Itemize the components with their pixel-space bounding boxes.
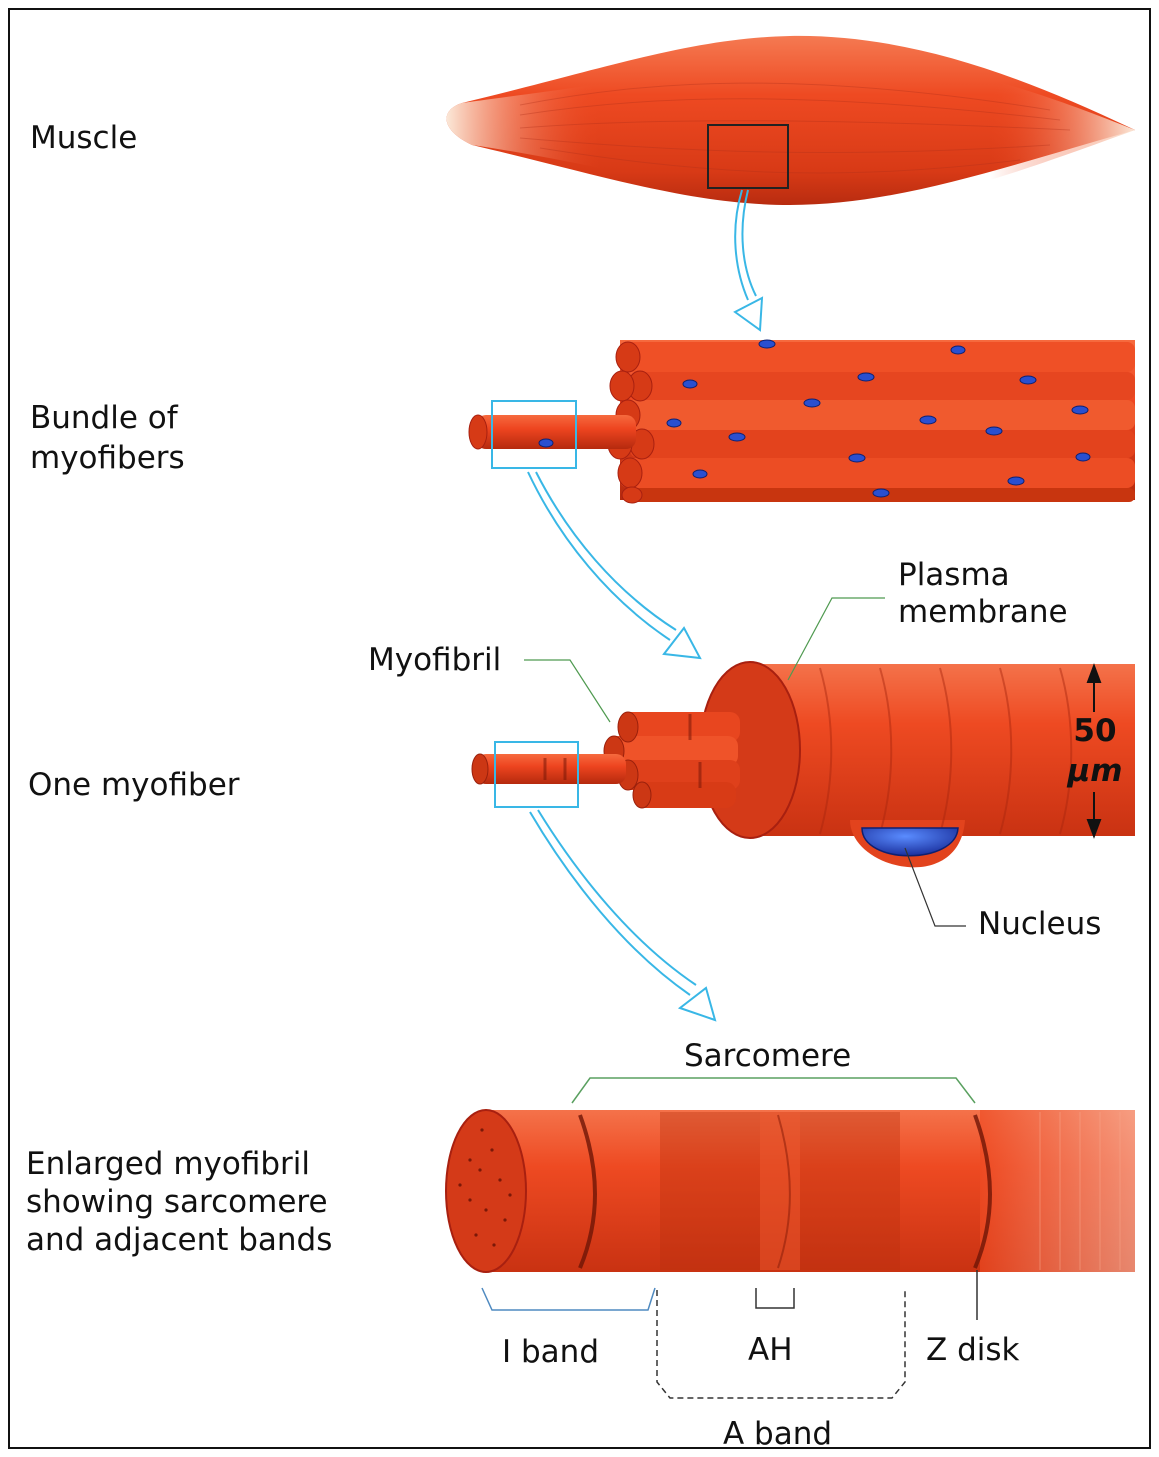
label-plasma-line1: Plasma xyxy=(898,555,1010,595)
ah-bracket xyxy=(756,1288,794,1308)
label-bundle-line2: myofibers xyxy=(30,438,185,478)
label-nucleus: Nucleus xyxy=(978,904,1101,944)
whole-muscle-shape xyxy=(447,36,1135,205)
enlarged-myofibril xyxy=(446,1110,1135,1272)
label-enlarged-line1: Enlarged myofibril xyxy=(26,1144,310,1184)
label-muscle: Muscle xyxy=(30,118,137,158)
label-one-myofiber: One myofiber xyxy=(28,765,240,805)
scale-value: 50 xyxy=(1068,712,1122,750)
label-plasma-line2: membrane xyxy=(898,592,1068,632)
label-enlarged-line3: and adjacent bands xyxy=(26,1220,332,1260)
label-enlarged-line2: showing sarcomere xyxy=(26,1182,328,1222)
label-a-band: A band xyxy=(723,1414,832,1454)
zoom-arrow-1 xyxy=(735,190,762,330)
label-bundle-line1: Bundle of xyxy=(30,398,178,438)
label-sarcomere: Sarcomere xyxy=(684,1036,851,1076)
label-ah: AH xyxy=(748,1330,793,1370)
myofiber-bundle xyxy=(469,340,1135,503)
zoom-arrow-3 xyxy=(530,810,715,1020)
label-i-band: I band xyxy=(502,1332,599,1372)
label-z-disk: Z disk xyxy=(926,1330,1019,1370)
scale-unit: µm xyxy=(1064,752,1126,790)
myofibril-leader xyxy=(524,660,610,722)
i-band-bracket xyxy=(482,1288,655,1310)
sarcomere-bracket xyxy=(572,1078,975,1103)
label-myofibril: Myofibril xyxy=(368,640,501,680)
single-myofiber xyxy=(472,662,1135,867)
